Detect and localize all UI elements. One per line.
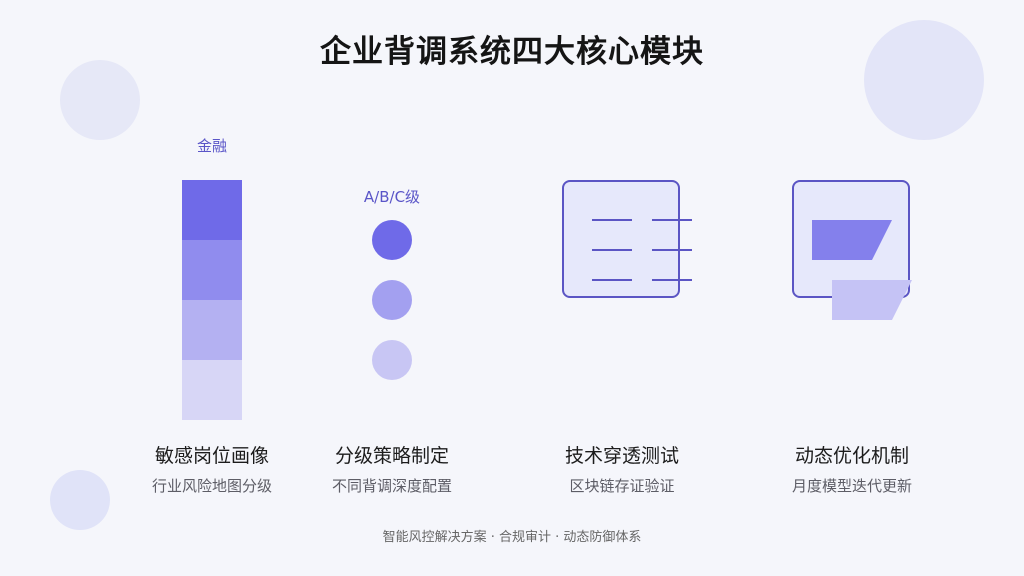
bar-segment-2 [182,240,242,300]
document-box-icon [562,180,680,298]
module-subtitle-4: 月度模型迭代更新 [791,477,912,495]
decorative-circle-top-right [864,20,984,140]
decorative-circle-top-left [60,60,140,140]
module-title-2: 分级策略制定 [334,445,449,467]
doc-line [652,279,692,281]
level-label: A/B/C级 [363,188,421,206]
module-subtitle-1: 行业风险地图分级 [151,477,272,495]
footer-tagline: 智能风控解决方案 · 合规审计 · 动态防御体系 [382,530,642,545]
bar-label: 金融 [196,137,227,155]
doc-line [592,279,632,281]
bar-segment-1 [182,180,242,240]
module-title-1: 敏感岗位画像 [154,445,269,467]
page-title: 企业背调系统四大核心模块 [320,34,704,70]
doc-line [652,219,692,221]
level-dot-2 [372,280,412,320]
module-subtitle-3: 区块链存证验证 [569,477,675,495]
model-shape-secondary [832,280,912,320]
level-dot-1 [372,220,412,260]
decorative-circle-bottom-left [50,470,110,530]
level-dot-3 [372,340,412,380]
doc-line [652,249,692,251]
module-title-4: 动态优化机制 [794,445,909,467]
doc-line [592,219,632,221]
doc-line [592,249,632,251]
bar-segment-4 [182,360,242,420]
module-title-3: 技术穿透测试 [564,445,679,467]
module-subtitle-2: 不同背调深度配置 [331,477,452,495]
model-box-icon [792,180,910,298]
bar-segment-3 [182,300,242,360]
